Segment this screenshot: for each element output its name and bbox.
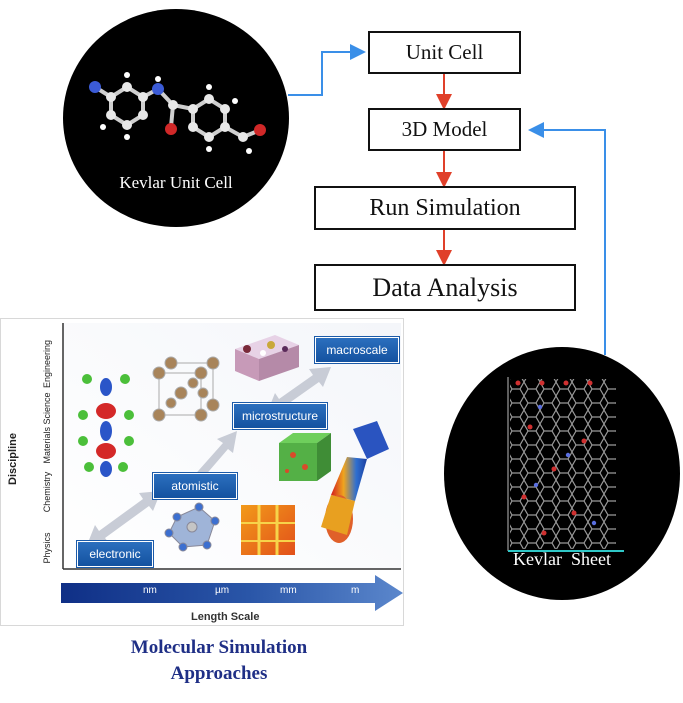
kevlar-unit-cell-circle: Kevlar Unit Cell xyxy=(63,9,289,227)
step-run-simulation-label: Run Simulation xyxy=(369,194,521,221)
electron-density-image xyxy=(78,374,134,477)
kevlar-sheet-label: Kevlar Sheet xyxy=(513,549,611,569)
discipline-title: Discipline xyxy=(7,433,19,485)
arrow-unit-cell-to-flow xyxy=(288,44,366,96)
caption-line-2: Approaches xyxy=(170,663,268,684)
discipline-chemistry: Chemistry xyxy=(42,471,52,513)
discipline-materials-science: Materials Science xyxy=(42,392,52,464)
kevlar-sheet-circle: Kevlar Sheet xyxy=(444,347,680,600)
stress-field-image xyxy=(241,505,295,555)
kevlar-unit-cell-label: Kevlar Unit Cell xyxy=(119,173,233,192)
scale-electronic: electronic xyxy=(77,541,153,567)
tick-mm: mm xyxy=(280,585,297,596)
double-arrow-microstructure-macroscale xyxy=(267,367,331,413)
grain-structure-image xyxy=(235,335,299,381)
panel-graphics xyxy=(62,323,401,570)
scale-atomistic: atomistic xyxy=(153,473,237,499)
grain-cube-image xyxy=(279,433,331,481)
kevlar-sheet-image xyxy=(507,377,624,552)
step-3d-model: 3D Model xyxy=(368,108,521,151)
tick-nm: nm xyxy=(143,585,157,596)
atomic-cluster-image xyxy=(164,502,220,552)
tick-m: m xyxy=(351,585,360,596)
scale-macroscale: macroscale xyxy=(315,337,399,363)
arrow-sheet-to-3d-model xyxy=(528,122,606,355)
length-scale-arrow xyxy=(61,575,403,611)
lattice-image xyxy=(152,356,220,422)
caption-line-1: Molecular Simulation xyxy=(130,637,308,658)
step-data-analysis: Data Analysis xyxy=(314,264,576,311)
multiscale-panel: Discipline Engineering Materials Science… xyxy=(0,318,404,626)
discipline-physics: Physics xyxy=(42,532,52,564)
step-data-analysis-label: Data Analysis xyxy=(372,272,518,302)
step-unit-cell-label: Unit Cell xyxy=(405,40,484,64)
scale-microstructure: microstructure xyxy=(233,403,327,429)
step-unit-cell: Unit Cell xyxy=(368,31,521,74)
length-scale-title: Length Scale xyxy=(191,611,260,623)
double-arrow-electronic-atomistic xyxy=(87,491,161,545)
step-run-simulation: Run Simulation xyxy=(314,186,576,230)
tick-um: µm xyxy=(215,585,230,596)
kevlar-molecule-image xyxy=(89,72,266,154)
specimen-image xyxy=(321,421,389,543)
step-3d-model-label: 3D Model xyxy=(401,117,488,141)
